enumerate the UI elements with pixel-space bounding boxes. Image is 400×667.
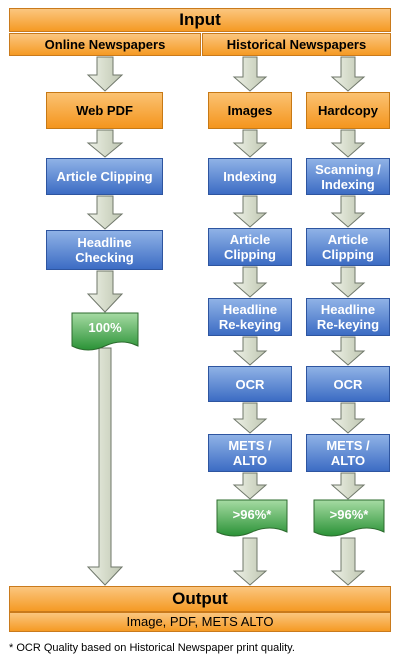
historical-newspapers-header: Historical Newspapers: [202, 33, 391, 56]
hardcopy-step-1: Hardcopy: [306, 92, 390, 129]
images-step-2: Indexing: [208, 158, 292, 195]
hardcopy-result-shape: [313, 499, 385, 537]
images-step-5: OCR: [208, 366, 292, 402]
images-step-3: Article Clipping: [208, 228, 292, 266]
arrow-images-2: [232, 129, 268, 158]
arrow-images-5: [232, 336, 268, 366]
online-step-3: Headline Checking: [46, 230, 163, 270]
online-newspapers-header: Online Newspapers: [9, 33, 201, 56]
output-title: Output: [172, 589, 228, 608]
arrow-hardcopy-5: [330, 336, 366, 366]
arrow-online-5: [86, 347, 124, 586]
footnote: * OCR Quality based on Historical Newspa…: [9, 642, 295, 654]
online-step-1: Web PDF: [46, 92, 163, 129]
online-step-2: Article Clipping: [46, 158, 163, 195]
arrow-hardcopy-2: [330, 129, 366, 158]
hardcopy-result-label: >96%*: [329, 507, 369, 522]
output-formats: Image, PDF, METS ALTO: [126, 614, 274, 629]
online-newspapers-label: Online Newspapers: [44, 37, 166, 52]
output-header: Output: [9, 586, 391, 612]
output-formats-bar: Image, PDF, METS ALTO: [9, 612, 391, 632]
arrow-hardcopy-7: [330, 472, 366, 500]
arrow-hardcopy-1: [330, 56, 366, 92]
arrow-hardcopy-8: [330, 537, 366, 586]
arrow-online-2: [86, 129, 124, 158]
arrow-images-3: [232, 195, 268, 228]
hardcopy-step-6: METS / ALTO: [306, 434, 390, 472]
input-title: Input: [179, 10, 221, 29]
arrow-hardcopy-4: [330, 266, 366, 298]
online-result-label: 100%: [88, 320, 122, 335]
images-result-label: >96%*: [232, 507, 272, 522]
arrow-online-4: [86, 270, 124, 313]
images-step-4: Headline Re-keying: [208, 298, 292, 336]
arrow-images-1: [232, 56, 268, 92]
hardcopy-step-5: OCR: [306, 366, 390, 402]
arrow-hardcopy-3: [330, 195, 366, 228]
historical-newspapers-label: Historical Newspapers: [226, 37, 367, 52]
online-result-shape: [71, 312, 139, 351]
images-step-1: Images: [208, 92, 292, 129]
arrow-images-8: [232, 537, 268, 586]
images-step-6: METS / ALTO: [208, 434, 292, 472]
hardcopy-step-2: Scanning / Indexing: [306, 158, 390, 195]
hardcopy-step-3: Article Clipping: [306, 228, 390, 266]
arrow-online-1: [86, 56, 124, 92]
arrow-hardcopy-6: [330, 402, 366, 434]
images-result-shape: [216, 499, 288, 537]
arrow-images-6: [232, 402, 268, 434]
hardcopy-step-4: Headline Re-keying: [306, 298, 390, 336]
arrow-images-4: [232, 266, 268, 298]
arrow-online-3: [86, 195, 124, 230]
arrow-images-7: [232, 472, 268, 500]
input-header: Input: [9, 8, 391, 32]
